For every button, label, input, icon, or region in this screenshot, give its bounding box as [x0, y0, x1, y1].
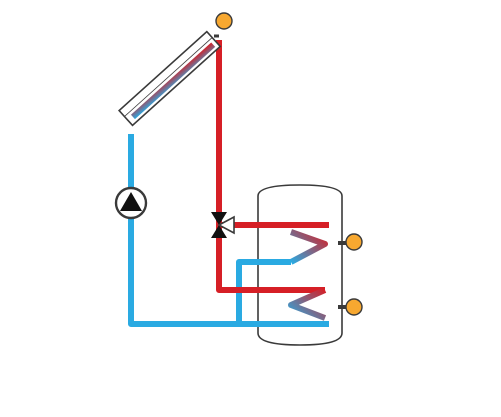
- lower-coil: [288, 287, 332, 324]
- valve-top-triangle: [211, 212, 227, 225]
- temperature-sensor-icon: [215, 12, 233, 30]
- pump-symbol-icon: [120, 192, 142, 211]
- hot-supply-piping: [216, 40, 329, 293]
- heat-exchanger-coil-icon-lower: [288, 287, 327, 321]
- solar-collector: [117, 30, 222, 127]
- diverter-valve: [211, 212, 235, 238]
- cold-pipe-collector-down: [128, 134, 239, 327]
- lower-temp-sensor: [338, 298, 363, 316]
- valve-side-triangle: [217, 215, 235, 235]
- collector-divider: [124, 37, 213, 117]
- upper-temp-sensor: [338, 233, 363, 251]
- circulation-pump: [114, 186, 148, 220]
- hot-pipe-collector-down: [216, 40, 325, 293]
- collector-temp-sensor: [215, 12, 233, 30]
- valve-bottom-triangle: [211, 225, 227, 238]
- collector-frame: [117, 30, 222, 127]
- temperature-sensor-lower-icon: [345, 298, 363, 316]
- heat-exchanger-coil-icon: [289, 229, 328, 265]
- collector-absorber: [130, 42, 216, 120]
- cold-pipe-upper-coil-return: [236, 259, 291, 324]
- upper-coil: [289, 225, 332, 265]
- temperature-sensor-upper-icon: [345, 233, 363, 251]
